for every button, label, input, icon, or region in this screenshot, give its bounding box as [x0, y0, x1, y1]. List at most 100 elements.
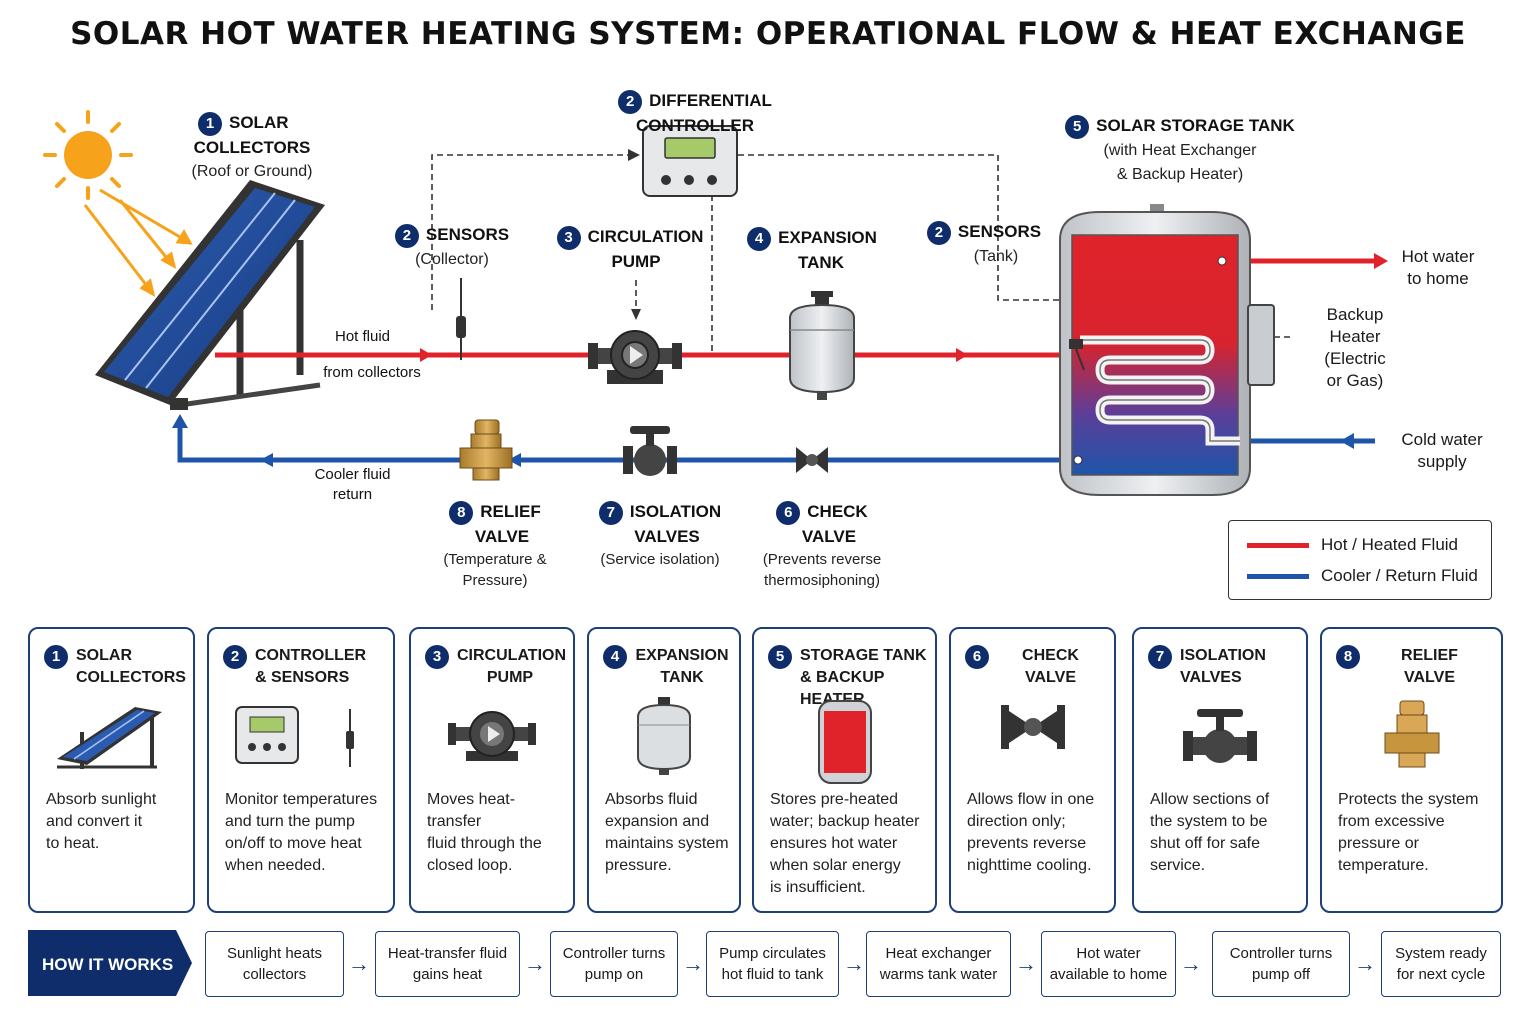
page-title: SOLAR HOT WATER HEATING SYSTEM: OPERATIO… [70, 16, 1466, 52]
step-arrow-icon: → [843, 951, 865, 976]
sun-icon [43, 110, 193, 297]
card-number-badge: 8 [1336, 645, 1360, 669]
card-title: 7 ISOLATION VALVES [1148, 645, 1266, 689]
card-title: 8 RELIEF VALVE [1336, 645, 1491, 689]
card-title-line1: STORAGE TANK [800, 647, 927, 664]
card-title-line2: TANK [660, 669, 704, 686]
differential-controller-box [642, 125, 738, 197]
card-number-badge: 3 [425, 645, 449, 669]
legend: Hot / Heated Fluid Cooler / Return Fluid [1228, 520, 1492, 600]
card-title-line1: SOLAR [76, 647, 132, 664]
pump-icon [411, 697, 573, 807]
card-title: 4 EXPANSION TANK [603, 645, 729, 689]
card-title-line2: VALVES [1180, 669, 1242, 686]
expansion-tank-icon [589, 697, 739, 807]
card-title: 6 CHECK VALVE [965, 645, 1104, 689]
check-valve [796, 447, 828, 473]
system-diagram [43, 110, 1388, 496]
from-collectors-label: from collectors [323, 364, 421, 381]
card-title-line2: VALVE [1404, 669, 1455, 686]
solar-panel-icon [30, 697, 193, 807]
check-valve-icon [951, 697, 1114, 807]
card-number-badge: 1 [44, 645, 68, 669]
cold-return-pipe [177, 425, 1080, 463]
card-number-badge: 7 [1148, 645, 1172, 669]
card-number-badge: 5 [768, 645, 792, 669]
legend-hot: Hot / Heated Fluid [1247, 535, 1458, 555]
legend-cold: Cooler / Return Fluid [1247, 566, 1478, 586]
card-number-badge: 4 [603, 645, 627, 669]
card-title-line1: RELIEF [1401, 647, 1458, 664]
step-arrow-icon: → [682, 951, 704, 976]
isolation-valve-icon [1134, 697, 1306, 807]
step-arrow-icon: → [348, 951, 370, 976]
expansion-tank [789, 291, 855, 400]
card-title-line1: CIRCULATION [457, 647, 567, 664]
card-title: 3 CIRCULATION PUMP [425, 645, 567, 689]
card-title: 1 SOLAR COLLECTORS [44, 645, 186, 689]
card-title-line1: CHECK [1022, 647, 1079, 664]
storage-tank [1059, 204, 1275, 496]
isolation-valve [623, 426, 677, 476]
controller-icon [209, 697, 393, 807]
card-title-line1: ISOLATION [1180, 647, 1266, 664]
card-title-line2: COLLECTORS [76, 669, 186, 686]
step-arrow-icon: → [524, 951, 546, 976]
card-title-line1: CONTROLLER [255, 647, 367, 664]
step-arrow-icon: → [1180, 951, 1202, 976]
relief-valve-icon [1322, 697, 1501, 807]
solar-collector-panel [95, 180, 325, 410]
card-title-line2: VALVE [1025, 669, 1076, 686]
collector-sensor [456, 278, 466, 360]
how-it-works-banner: HOW IT WORKS [28, 930, 192, 996]
step-arrow-icon: → [1354, 951, 1376, 976]
circulation-pump [588, 330, 682, 384]
card-title-line2: PUMP [486, 669, 534, 686]
storage-tank-icon [754, 697, 935, 807]
relief-valve [459, 419, 513, 481]
card-number-badge: 2 [223, 645, 247, 669]
card-title-line1: EXPANSION [635, 647, 729, 664]
hot-fluid-label: Hot fluid [334, 328, 391, 345]
step-arrow-icon: → [1015, 951, 1037, 976]
card-number-badge: 6 [965, 645, 989, 669]
